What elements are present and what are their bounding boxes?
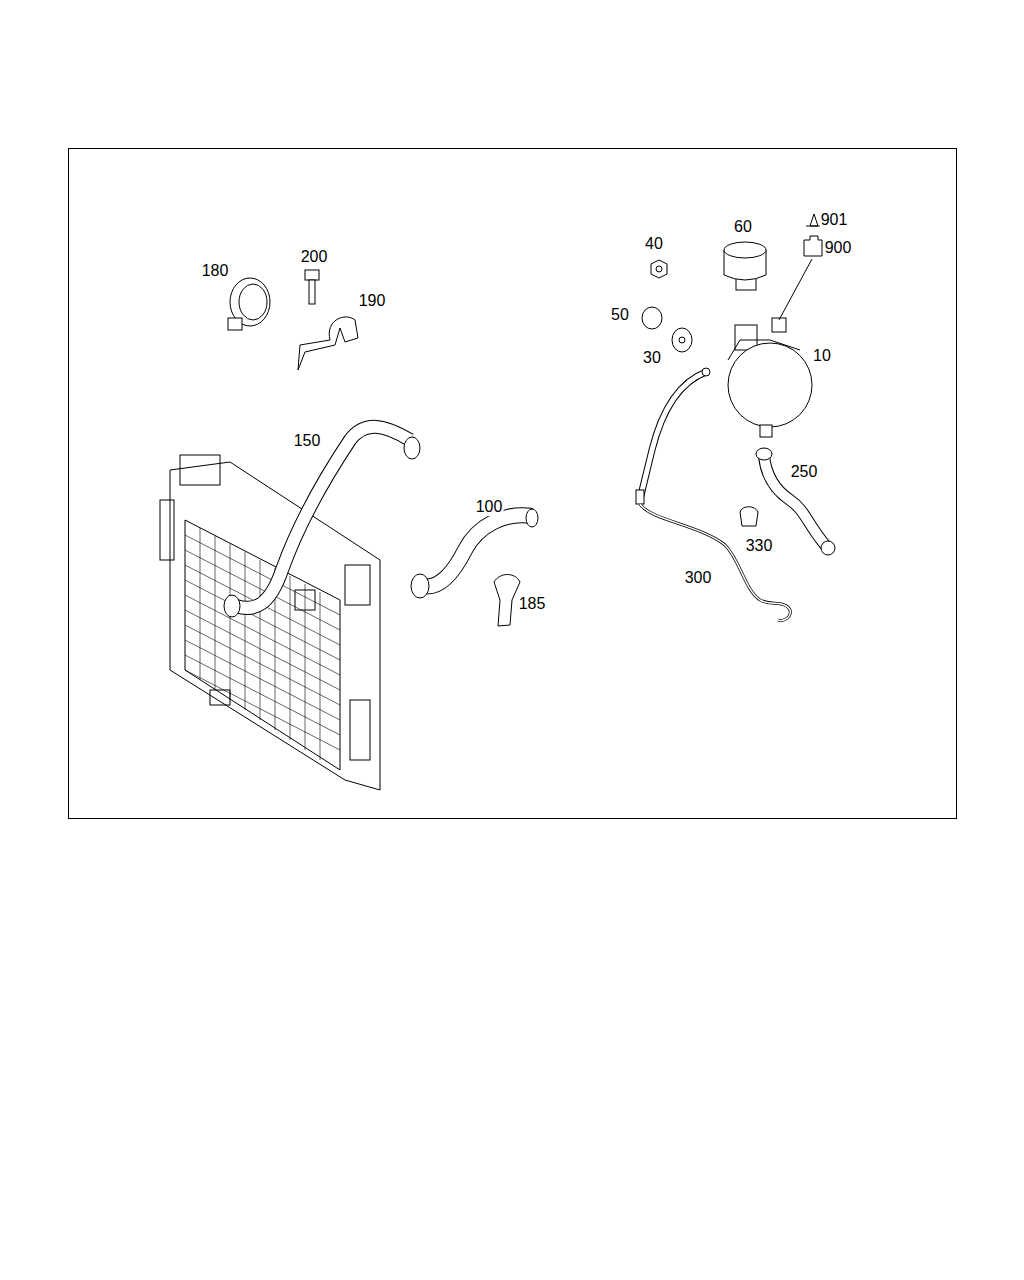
- callout-number: 190: [358, 292, 387, 310]
- radiator: [160, 455, 380, 790]
- bolt: [305, 270, 319, 304]
- callout-number: 10: [812, 347, 832, 365]
- callout-number: 180: [201, 262, 230, 280]
- small-parts: [642, 260, 692, 352]
- callout-number: 30: [642, 349, 662, 367]
- symbols: [779, 214, 822, 320]
- callout-number: 330: [745, 537, 774, 555]
- bracket: [298, 317, 358, 370]
- callout-number: 60: [733, 218, 753, 236]
- callout-number: 250: [790, 463, 819, 481]
- frame: [69, 149, 957, 819]
- callout-number: 901: [820, 211, 849, 229]
- callout-number: 50: [610, 306, 630, 324]
- hose-clip: [494, 575, 520, 627]
- bleed-line-inner: [640, 504, 790, 621]
- callout-number: 200: [300, 248, 329, 266]
- callout-number: 40: [644, 235, 664, 253]
- callout-number: 150: [293, 432, 322, 450]
- callout-number: 185: [518, 595, 547, 613]
- hose-clamp: [228, 278, 270, 330]
- callout-number: 100: [475, 498, 504, 516]
- callout-number: 300: [684, 569, 713, 587]
- bleed-line: [640, 504, 790, 621]
- hose-clip-small: [740, 507, 758, 526]
- expansion-tank: [728, 318, 812, 437]
- callout-number: 900: [824, 239, 853, 257]
- tank-cap: [724, 242, 766, 290]
